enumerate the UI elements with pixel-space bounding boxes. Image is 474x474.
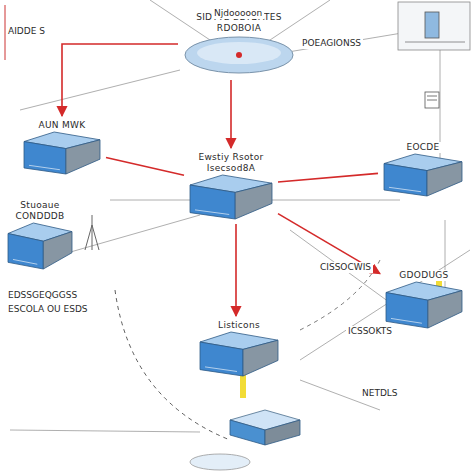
network-device [189, 174, 273, 220]
free-label: Njdooooon [212, 8, 264, 19]
device-label: CONDDDB [13, 211, 66, 222]
device-label: AUN MWK [36, 120, 87, 131]
free-label: AIDDE S [6, 26, 47, 37]
red-link [62, 44, 178, 116]
red-link [235, 224, 237, 316]
device-label: Ewstiy Rsotor [196, 152, 265, 163]
network-device [385, 281, 463, 329]
network-device [23, 131, 101, 175]
red-link [278, 173, 378, 182]
red-link [278, 214, 380, 274]
device-node: AUN MWK [20, 118, 104, 177]
device-label: Stuoaue [18, 200, 61, 211]
device-node: EOCDE [380, 140, 466, 199]
device-node: Ewstiy RsotorIsecsod8A [186, 150, 276, 222]
antenna-mast [85, 215, 99, 250]
network-device [383, 153, 463, 197]
red-link [106, 158, 184, 176]
device-label: RDOBOIA [215, 23, 263, 34]
device-node: GDODUGS [382, 268, 466, 331]
network-lines [10, 0, 470, 440]
hub-disk [183, 34, 295, 76]
free-label: POEAGIONSS [300, 38, 363, 49]
free-label: ICSSOKTS [346, 326, 394, 337]
device-node: StuoaueCONDDDB [4, 198, 76, 272]
device-label: GDODUGS [397, 270, 450, 281]
network-device [7, 222, 73, 270]
device-label: Listicons [216, 320, 262, 331]
device-node: Listicons [196, 318, 282, 379]
corner-sketch [5, 2, 470, 108]
device-label: Isecsod8A [205, 163, 257, 174]
hub-node: SIDTTE BETDATESRDOBOIA [180, 10, 298, 78]
network-device [199, 331, 279, 377]
device-label: EOCDE [404, 142, 441, 153]
free-label: CISSOCWIS [318, 262, 373, 273]
free-label: ESCOLA OU ESDS [6, 304, 90, 315]
free-label: NETDLS [360, 388, 400, 399]
bottom-device [190, 280, 442, 470]
red-link [230, 80, 232, 148]
free-label: EDSSGEQGGSS [6, 290, 79, 301]
